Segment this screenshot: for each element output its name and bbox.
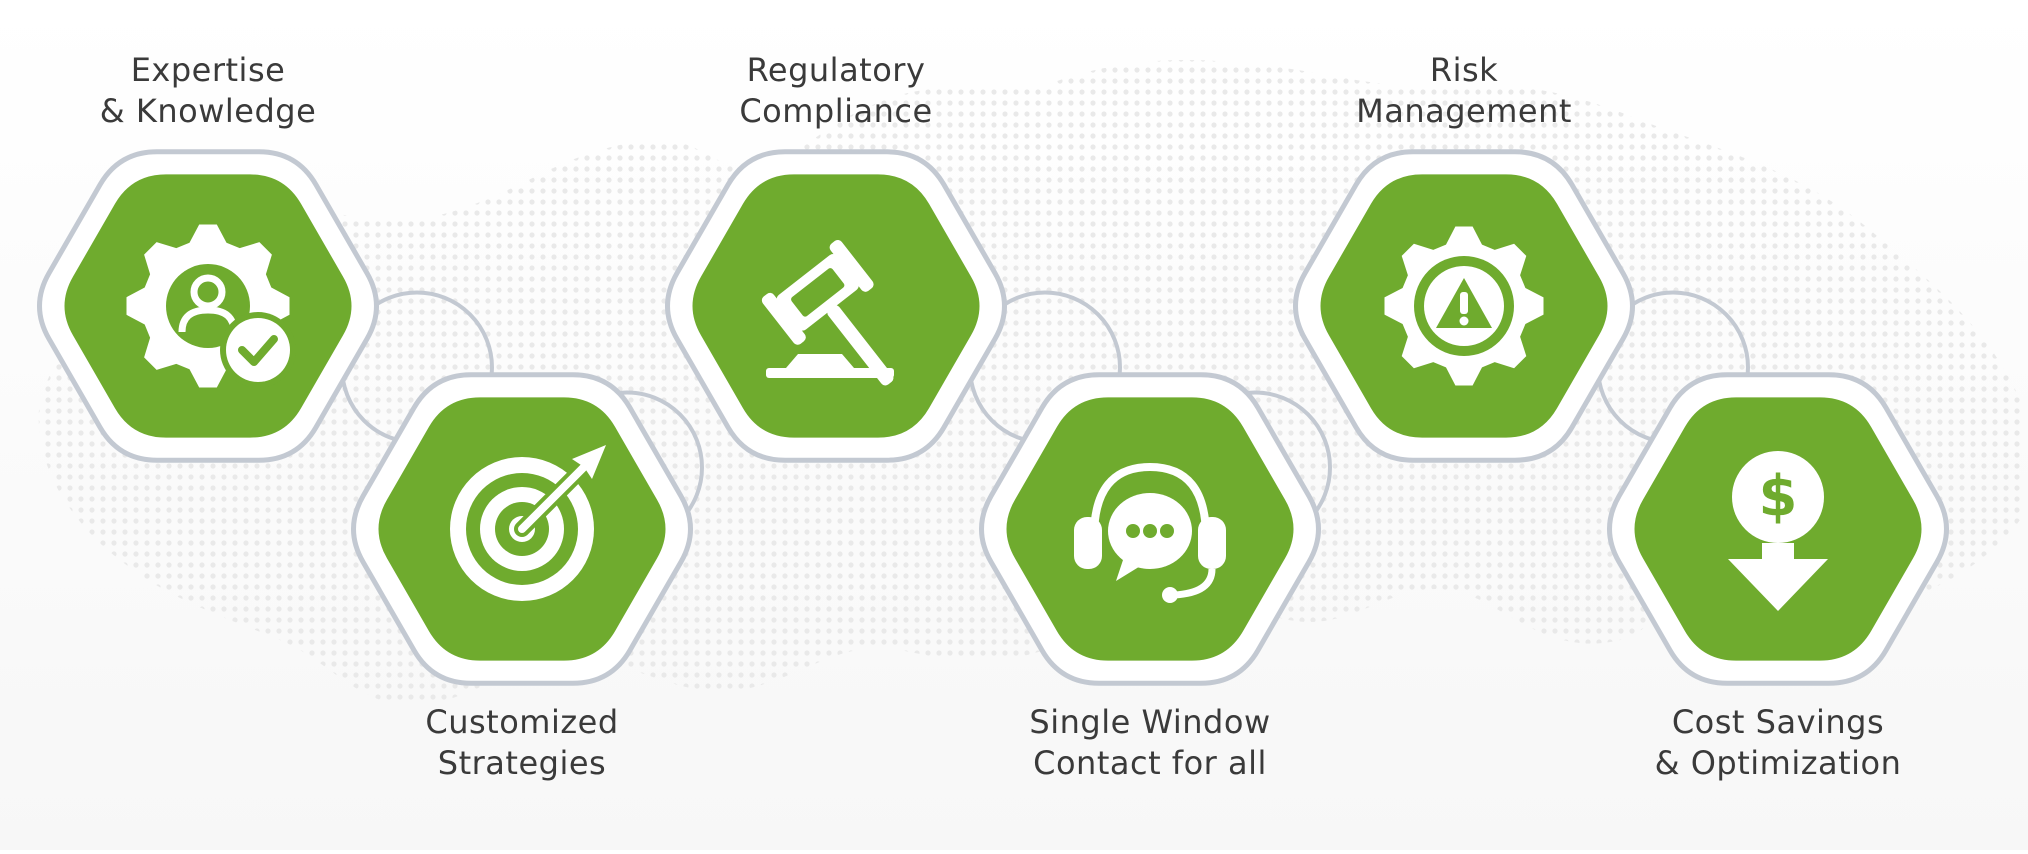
feature-label-line2: Management xyxy=(1356,92,1572,130)
feature-hexagon xyxy=(665,149,1007,463)
feature-hexagon xyxy=(351,372,693,686)
feature-hexagon: $ xyxy=(1607,372,1949,686)
gavel-icon xyxy=(761,239,894,386)
hexagon-group: $ xyxy=(37,149,1949,686)
feature-label-line2: Compliance xyxy=(739,92,933,130)
feature-label-line1: Regulatory xyxy=(746,51,926,89)
svg-text:$: $ xyxy=(1759,464,1798,529)
feature-label: Cost Savings& Optimization xyxy=(1618,702,1938,784)
feature-label-line1: Cost Savings xyxy=(1671,703,1885,741)
feature-hexagon xyxy=(979,372,1321,686)
feature-label-line2: Contact for all xyxy=(1033,744,1267,782)
feature-label-line2: & Optimization xyxy=(1654,744,1902,782)
feature-hexagon xyxy=(37,149,379,463)
gear-user-check-icon xyxy=(126,224,296,388)
dollar-down-arrow-icon: $ xyxy=(1728,451,1828,611)
feature-label-line1: Customized xyxy=(425,703,619,741)
feature-label-line2: & Knowledge xyxy=(99,92,317,130)
gear-warning-icon xyxy=(1384,226,1544,386)
feature-hexagon xyxy=(1293,149,1635,463)
feature-label: Expertise& Knowledge xyxy=(48,50,368,132)
feature-label-line1: Risk xyxy=(1429,51,1499,89)
headset-chat-icon xyxy=(1074,462,1226,603)
feature-label-line2: Strategies xyxy=(437,744,607,782)
feature-label-line1: Single Window xyxy=(1029,703,1271,741)
feature-label-line1: Expertise xyxy=(130,51,286,89)
target-arrow-icon xyxy=(450,445,606,601)
